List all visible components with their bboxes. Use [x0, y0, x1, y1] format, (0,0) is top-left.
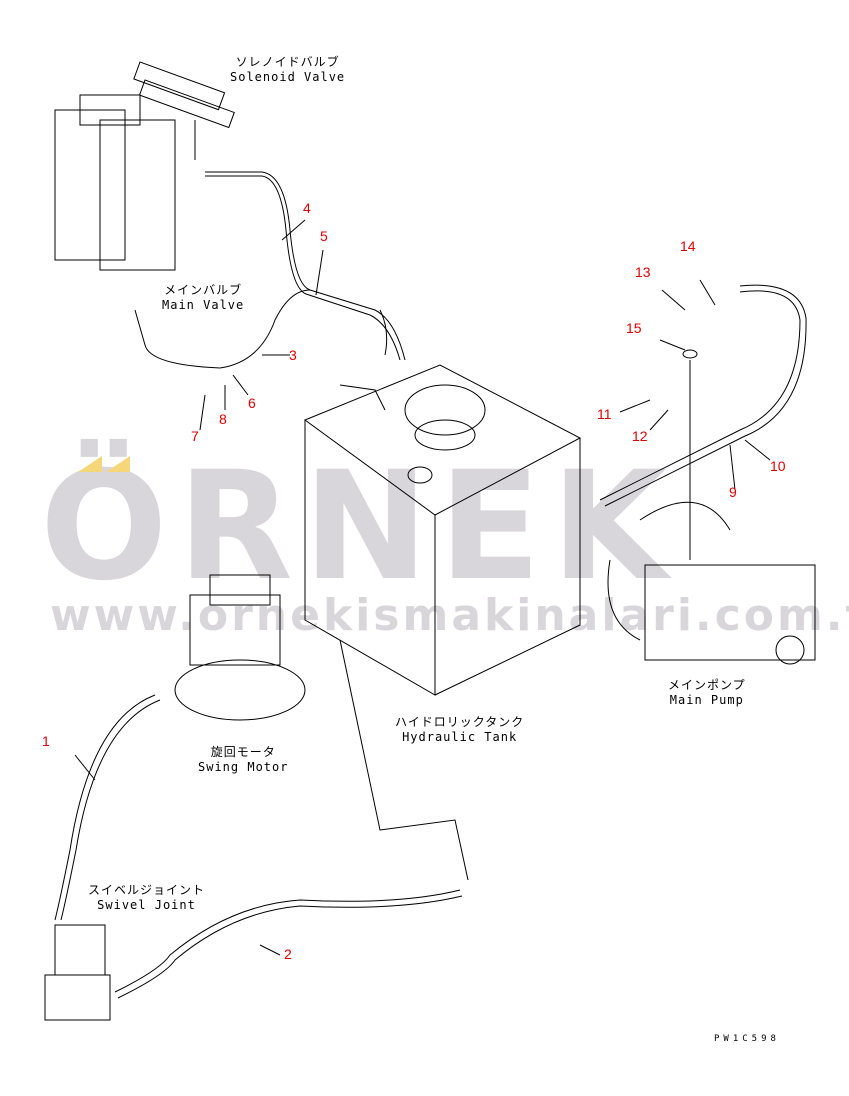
watermark-logo: ÖRNEK: [40, 440, 678, 614]
callout-9: 9: [729, 484, 737, 500]
hose-9: [599, 290, 801, 501]
main-pump-drawing: [607, 501, 816, 665]
callout-1: 1: [42, 733, 50, 749]
callout-3: 3: [289, 347, 297, 363]
swivel-joint-drawing: [44, 924, 111, 1021]
callout-11: 11: [597, 406, 612, 422]
logo-accent: [78, 456, 102, 472]
hose-3: [134, 289, 311, 369]
callout-15: 15: [626, 320, 642, 336]
drawing-code: PW1C598: [714, 1034, 780, 1044]
main-valve-drawing: [54, 94, 176, 271]
callout-2: 2: [284, 946, 292, 962]
callout-8: 8: [219, 411, 227, 427]
callout-10: 10: [770, 458, 786, 474]
swing-motor-drawing: [174, 574, 306, 721]
callout-7: 7: [191, 428, 199, 444]
hose-2: [114, 889, 461, 993]
callout-13: 13: [635, 264, 651, 280]
hose-4: [205, 171, 406, 361]
callout-4: 4: [303, 200, 311, 216]
callout-5: 5: [320, 228, 328, 244]
callout-14: 14: [680, 238, 696, 254]
callout-12: 12: [632, 428, 648, 444]
callout-6: 6: [248, 395, 256, 411]
logo-accent: [106, 456, 130, 472]
watermark-url: www.ornekismakinalari.com.tr: [50, 590, 849, 641]
hydraulic-tank-drawing: [303, 364, 582, 696]
hose-1: [54, 694, 156, 921]
solenoid-valve-drawing: [133, 61, 235, 160]
